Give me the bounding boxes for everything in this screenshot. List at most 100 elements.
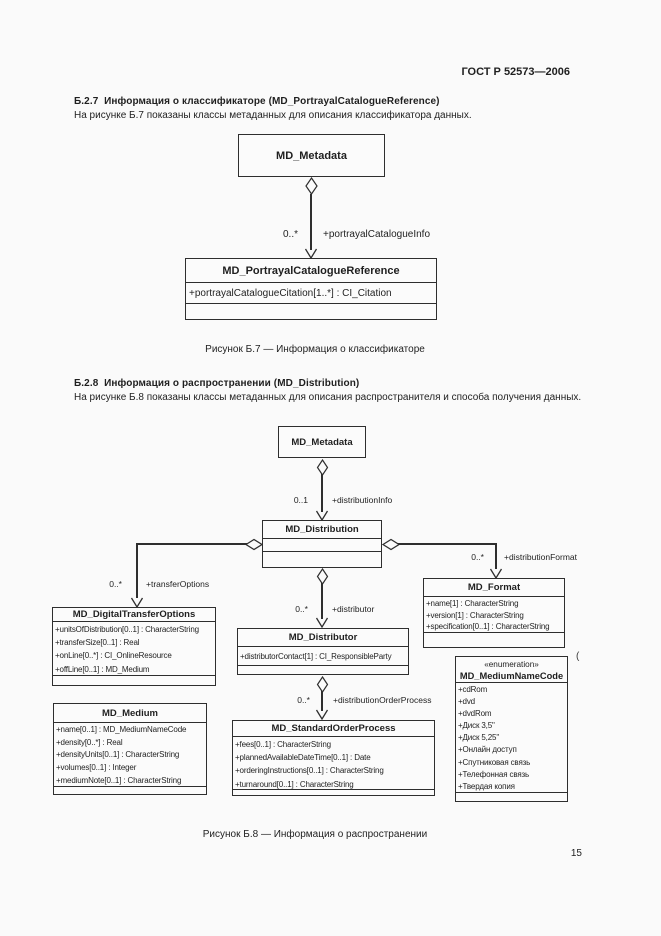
class-box-md-metadata: MD_Metadata [278, 426, 366, 458]
class-empty-compartment [263, 551, 381, 567]
aggregation-diamond-icon [245, 538, 263, 551]
class-title: MD_Format [467, 582, 521, 593]
association-line [310, 194, 312, 250]
association-line [495, 543, 497, 569]
association-line [321, 583, 323, 619]
class-box-md-medium: MD_Medium +name[0..1] : MD_MediumNameCod… [53, 703, 207, 795]
class-attributes: +distributorContact[1] : CI_ResponsibleP… [238, 646, 408, 665]
multiplicity-label: 0..1 [293, 495, 308, 505]
association-line [321, 474, 323, 512]
section-b28-heading: Б.2.8 Информация о распространении (MD_D… [74, 378, 360, 389]
association-line [321, 691, 323, 711]
section-b27-body: На рисунке Б.7 показаны классы метаданны… [74, 110, 472, 121]
aggregation-diamond-icon [305, 177, 318, 195]
class-attributes: +unitsOfDistribution[0..1] : CharacterSt… [53, 621, 215, 675]
class-box-md-distribution: MD_Distribution [262, 520, 382, 568]
class-attributes: +portrayalCatalogueCitation[1..*] : CI_C… [186, 282, 436, 303]
class-attribute: +turnaround[0..1] : CharacterString [235, 779, 354, 789]
association-line [397, 543, 497, 545]
class-empty-compartment [54, 786, 206, 794]
class-attribute: +name[0..1] : MD_MediumNameCode [56, 725, 187, 734]
arrowhead-icon [315, 709, 329, 720]
enum-value: +Онлайн доступ [458, 745, 517, 755]
class-attribute: +distributorContact[1] : CI_ResponsibleP… [240, 652, 392, 661]
class-attribute: +transferSize[0..1] : Real [55, 638, 140, 648]
enum-values: +cdRom +dvd +dvdRom +Диск 3,5" +Диск 5,25" +О… [456, 682, 567, 792]
multiplicity-label: 0..* [109, 579, 122, 589]
class-attribute: +name[1] : CharacterString [426, 599, 519, 608]
class-attribute: +offLine[0..1] : MD_Medium [55, 664, 150, 674]
multiplicity-label: 0..* [297, 695, 310, 705]
class-title: MD_Distribution [285, 524, 359, 535]
class-title: MD_PortrayalCatalogueReference [222, 264, 400, 277]
class-attribute: +plannedAvailableDateTime[0..1] : Date [235, 753, 371, 763]
class-box-md-medium-name-code: «enumeration» MD_MediumNameCode +cdRom +d… [455, 656, 568, 802]
class-attribute: +volumes[0..1] : Integer [56, 763, 137, 773]
class-attribute: +density[0..*] : Real [56, 737, 123, 747]
association-line [136, 543, 138, 598]
class-box-md-distributor: MD_Distributor +distributorContact[1] : … [237, 628, 409, 675]
enum-value: +cdRom [458, 685, 488, 694]
class-box-md-portrayal-catalogue-reference: MD_PortrayalCatalogueReference +portraya… [185, 258, 437, 320]
class-attributes: +fees[0..1] : CharacterString+plannedAva… [233, 736, 434, 789]
stereotype-label: «enumeration» [484, 660, 539, 669]
role-label: +distributionOrderProcess [333, 695, 432, 705]
class-title: MD_DigitalTransferOptions [72, 609, 196, 620]
class-empty-compartment [233, 789, 434, 795]
role-label: +distributionInfo [332, 495, 393, 505]
page-number: 15 [570, 848, 582, 859]
page-header: ГОСТ Р 52573—2006 [461, 66, 570, 78]
class-box-md-standard-order-process: MD_StandardOrderProcess +fees[0..1] : Ch… [232, 720, 435, 796]
class-title: MD_Distributor [288, 632, 358, 643]
class-attribute: +onLine[0..*] : CI_OnlineResource [55, 651, 172, 661]
section-b27-heading: Б.2.7 Информация о классификаторе (MD_Po… [74, 96, 440, 107]
class-attribute: +specification[0..1] : CharacterString [426, 622, 550, 632]
class-attributes: +name[1] : CharacterString +version[1] : … [424, 596, 564, 632]
enum-value: +Телефонная связь [458, 769, 530, 779]
role-label: +distributor [332, 604, 375, 614]
role-label: +transferOptions [146, 579, 210, 589]
enum-value: +dvdRom [458, 709, 492, 719]
aggregation-diamond-icon [382, 538, 400, 551]
figure-b8-caption: Рисунок Б.8 — Информация о распространен… [202, 829, 428, 840]
class-attribute: +densityUnits[0..1] : CharacterString [56, 750, 180, 760]
enum-value: +Диск 5,25" [458, 733, 500, 743]
role-label: +distributionFormat [504, 552, 577, 562]
class-box-md-format: MD_Format +name[1] : CharacterString +ver… [423, 578, 565, 648]
class-attribute: +orderingInstructions[0..1] : CharacterS… [235, 766, 384, 776]
class-empty-compartment [238, 665, 408, 674]
class-attributes: +name[0..1] : MD_MediumNameCode +density[… [54, 722, 206, 786]
class-title: MD_Metadata [291, 436, 353, 448]
class-empty-compartment [53, 675, 215, 685]
role-label: +portrayalCatalogueInfo [323, 229, 431, 240]
class-attribute: +unitsOfDistribution[0..1] : CharacterSt… [55, 625, 199, 634]
multiplicity-label: 0..* [471, 552, 484, 562]
class-box-md-metadata: MD_Metadata [238, 134, 385, 177]
class-box-md-digital-transfer-options: MD_DigitalTransferOptions +unitsOfDistri… [52, 607, 216, 686]
aggregation-diamond-icon [316, 676, 329, 693]
enum-value: +Твердая копия [458, 781, 515, 791]
class-title: MD_MediumNameCode [459, 671, 564, 681]
class-attribute: +portrayalCatalogueCitation[1..*] : CI_C… [189, 288, 392, 299]
class-attribute: +mediumNote[0..1] : CharacterString [56, 775, 182, 785]
class-empty-compartment [424, 632, 564, 647]
section-b28-body: На рисунке Б.8 показаны классы метаданны… [74, 392, 582, 403]
class-empty-compartment [456, 792, 567, 801]
class-empty-compartment [186, 303, 436, 319]
scan-artifact: ( [576, 651, 580, 662]
multiplicity-label: 0..* [295, 604, 308, 614]
aggregation-diamond-icon [316, 459, 329, 476]
arrowhead-icon [315, 617, 329, 628]
association-line [137, 543, 247, 545]
aggregation-diamond-icon [316, 568, 329, 585]
multiplicity-label: 0..* [282, 229, 298, 240]
enum-value: +Спутниковая связь [458, 757, 531, 767]
class-title: MD_Medium [102, 707, 158, 719]
enum-value: +dvd [458, 697, 475, 707]
enum-value: +Диск 3,5" [458, 721, 495, 731]
class-empty-compartment [263, 538, 381, 551]
class-title: MD_Metadata [276, 149, 347, 162]
class-title: MD_StandardOrderProcess [271, 723, 396, 734]
class-attribute: +version[1] : CharacterString [426, 610, 524, 620]
